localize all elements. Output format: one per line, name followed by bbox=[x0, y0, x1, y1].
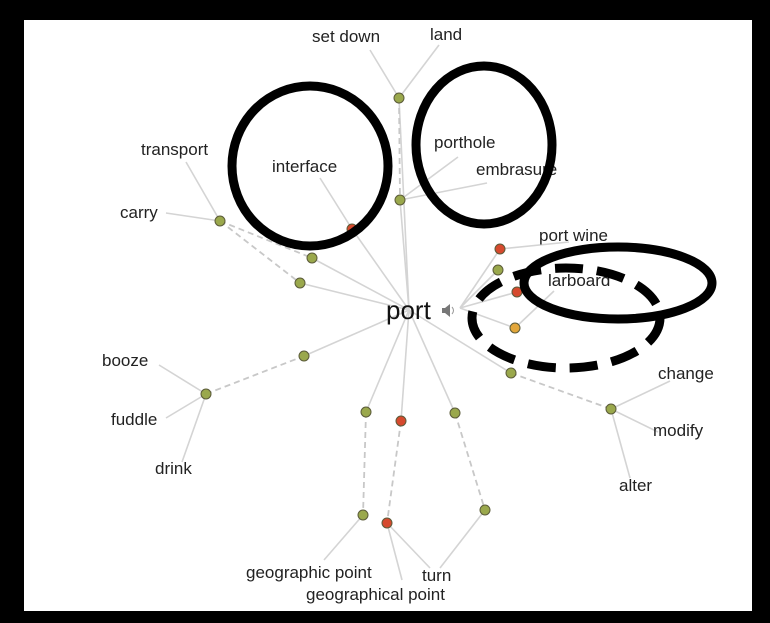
word-label[interactable]: turn bbox=[422, 566, 451, 585]
graph-node[interactable] bbox=[605, 403, 617, 415]
word-label[interactable]: change bbox=[658, 364, 714, 383]
labels: port set down land transport interface p… bbox=[102, 25, 714, 604]
graph-node[interactable] bbox=[200, 388, 212, 400]
graph-node[interactable] bbox=[494, 243, 506, 255]
graph-node[interactable] bbox=[393, 92, 405, 104]
graph-node[interactable] bbox=[395, 415, 407, 427]
graph-node[interactable] bbox=[298, 350, 310, 362]
word-label[interactable]: geographical point bbox=[306, 585, 445, 604]
word-label[interactable]: geographic point bbox=[246, 563, 372, 582]
word-graph: port set down land transport interface p… bbox=[102, 25, 717, 604]
graph-node[interactable] bbox=[449, 407, 461, 419]
word-label[interactable]: larboard bbox=[548, 271, 610, 290]
graph-node[interactable] bbox=[306, 252, 318, 264]
word-label[interactable]: set down bbox=[312, 27, 380, 46]
annotation-circle bbox=[227, 81, 393, 251]
graph-node[interactable] bbox=[479, 504, 491, 516]
graph-node[interactable] bbox=[509, 322, 521, 334]
annotation-circle bbox=[411, 61, 557, 229]
word-label[interactable]: alter bbox=[619, 476, 652, 495]
nodes bbox=[200, 92, 617, 529]
word-label[interactable]: interface bbox=[272, 157, 337, 176]
word-label[interactable]: port wine bbox=[539, 226, 608, 245]
graph-node[interactable] bbox=[394, 194, 406, 206]
word-label[interactable]: carry bbox=[120, 203, 158, 222]
word-label[interactable]: porthole bbox=[434, 133, 495, 152]
word-label[interactable]: transport bbox=[141, 140, 208, 159]
word-graph-canvas: port set down land transport interface p… bbox=[24, 20, 752, 611]
annotations bbox=[227, 61, 717, 373]
word-label[interactable]: booze bbox=[102, 351, 148, 370]
center-word[interactable]: port bbox=[386, 295, 432, 325]
speaker-icon[interactable] bbox=[442, 304, 454, 317]
word-label[interactable]: fuddle bbox=[111, 410, 157, 429]
word-label[interactable]: embrasure bbox=[476, 160, 557, 179]
graph-node[interactable] bbox=[357, 509, 369, 521]
word-label[interactable]: land bbox=[430, 25, 462, 44]
word-label[interactable]: drink bbox=[155, 459, 192, 478]
annotation-dashed-ellipse bbox=[467, 263, 665, 373]
graph-node[interactable] bbox=[360, 406, 372, 418]
graph-node[interactable] bbox=[294, 277, 306, 289]
graph-node[interactable] bbox=[381, 517, 393, 529]
annotation-ellipse bbox=[519, 242, 717, 324]
edges bbox=[158, 44, 671, 581]
graph-node[interactable] bbox=[492, 264, 504, 276]
word-label[interactable]: modify bbox=[653, 421, 704, 440]
graph-node[interactable] bbox=[214, 215, 226, 227]
graph-node[interactable] bbox=[505, 367, 517, 379]
